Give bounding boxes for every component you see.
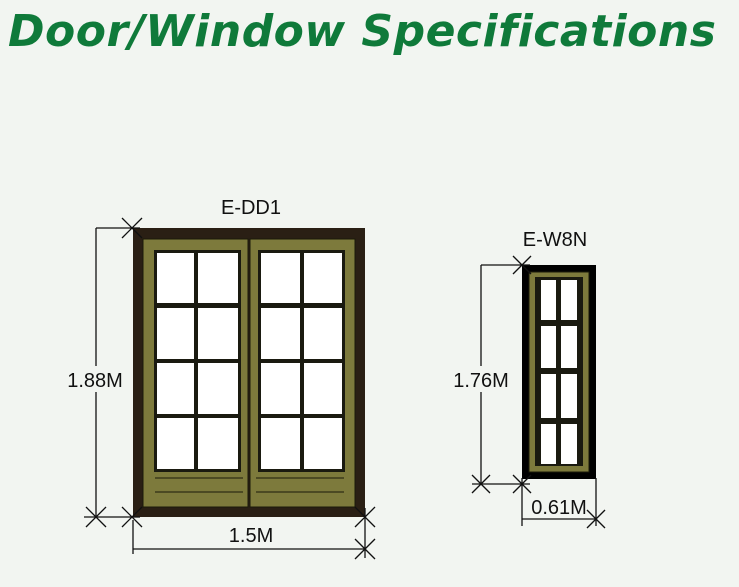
window-height-dimension [471, 255, 532, 494]
window-e-w8n [522, 265, 596, 479]
door-e-dd1 [133, 228, 365, 517]
window-height-label: 1.76M [453, 370, 509, 392]
door-left-panes [157, 253, 238, 469]
page-title: Door/Window Specifications [8, 6, 717, 57]
door-id-label: E-DD1 [221, 197, 281, 219]
door-width-dimension [132, 506, 376, 560]
window-width-label: 0.61M [531, 497, 587, 519]
door-width-label: 1.5M [229, 525, 273, 547]
window-panes [541, 280, 577, 464]
window-width-dimension [521, 478, 606, 529]
window-id-label: E-W8N [523, 229, 587, 251]
door-right-panes [261, 253, 342, 469]
door-height-label: 1.88M [67, 370, 123, 392]
